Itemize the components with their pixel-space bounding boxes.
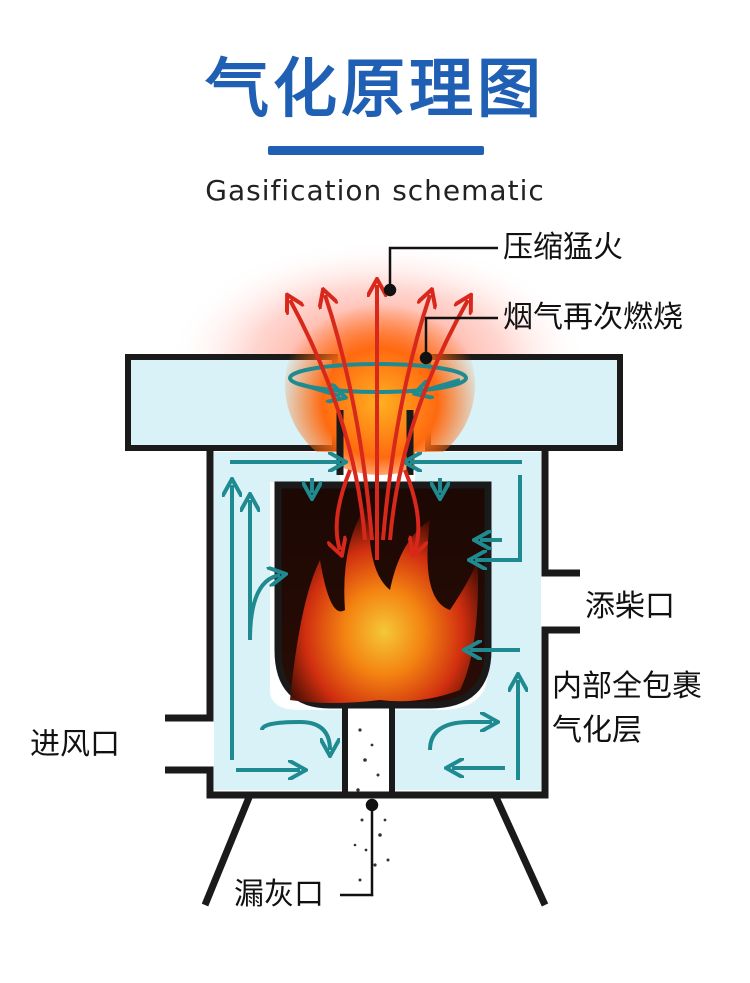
label-ash-outlet: 漏灰口: [234, 876, 324, 914]
label-compressed-fire: 压缩猛火: [503, 229, 623, 267]
label-air-inlet: 进风口: [30, 726, 120, 764]
leg-right: [495, 795, 545, 905]
label-smoke-reburn: 烟气再次燃烧: [503, 299, 683, 337]
label-inner-layer-2: 气化层: [552, 712, 642, 750]
label-inner-layer-1: 内部全包裹: [552, 668, 702, 706]
label-fuel-port: 添柴口: [585, 588, 675, 626]
